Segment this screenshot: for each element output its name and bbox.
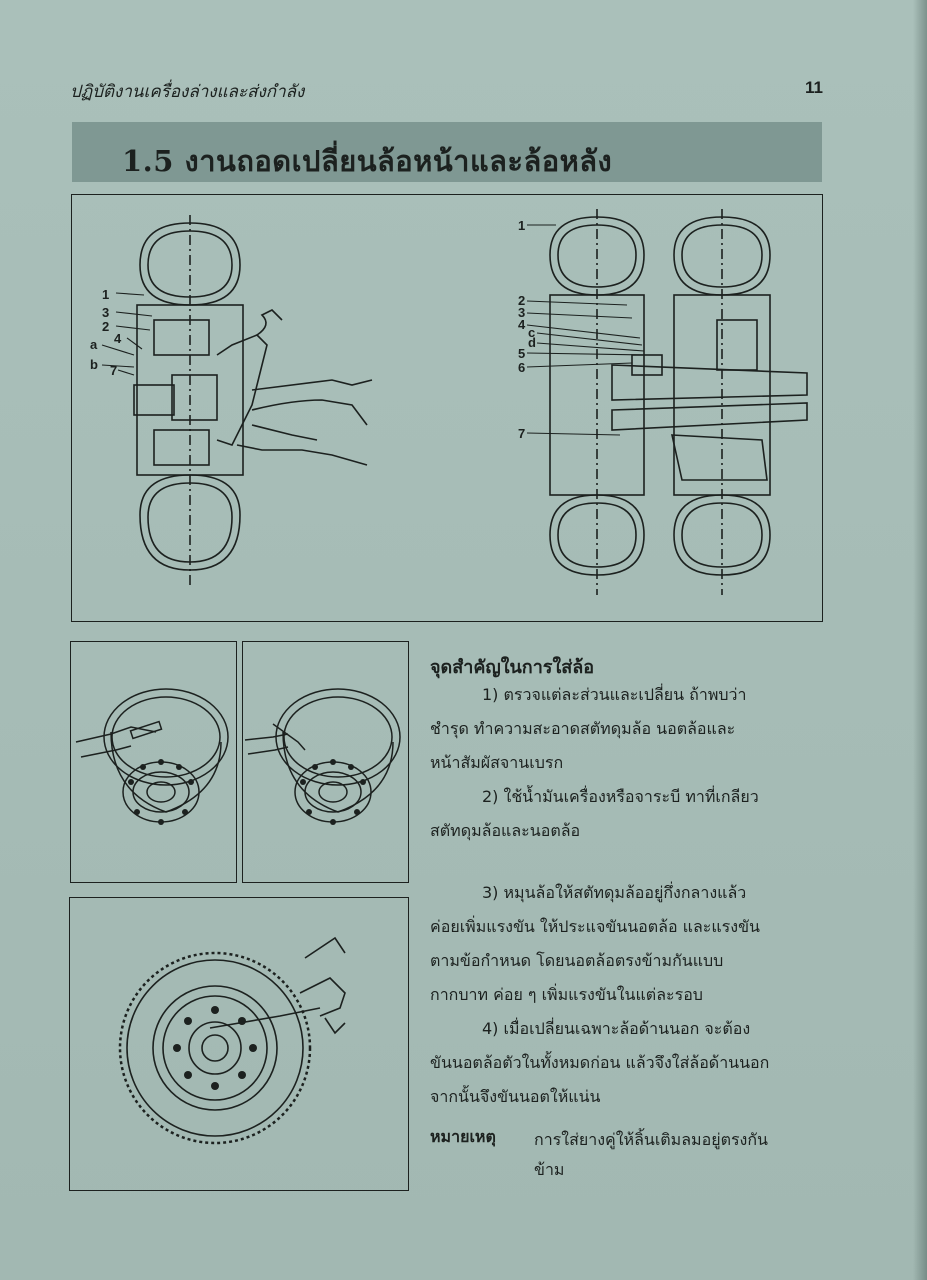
part-label: 6 bbox=[518, 360, 525, 375]
step-4-line: จากนั้นจึงขันนอตให้แน่น bbox=[430, 1087, 601, 1106]
note-line: การใส่ยางคู่ให้ลิ้นเติมลมอยู่ตรงกัน bbox=[534, 1130, 768, 1149]
clean-hub-bolts-illustration bbox=[70, 641, 237, 883]
part-label: 1 bbox=[102, 287, 109, 302]
instructions-heading: จุดสำคัญในการใส่ล้อ bbox=[430, 657, 595, 678]
note-line: ข้าม bbox=[534, 1160, 565, 1179]
part-label: 1 bbox=[518, 218, 525, 233]
part-label: 4 bbox=[518, 317, 526, 332]
step-4-line: 4) เมื่อเปลี่ยนเฉพาะล้อด้านนอก จะต้อง bbox=[482, 1019, 751, 1038]
part-label: 7 bbox=[110, 363, 117, 378]
page-edge-shadow bbox=[913, 0, 927, 1280]
part-label: 3 bbox=[518, 305, 525, 320]
part-label: a bbox=[90, 337, 98, 352]
note-label: หมายเหตุ bbox=[430, 1127, 496, 1146]
leader-lines bbox=[101, 224, 648, 436]
part-label: 7 bbox=[518, 426, 525, 441]
part-label: 4 bbox=[114, 331, 122, 346]
wheel-cross-section-figure: 1 3 2 4 a b 7 1 2 3 4 c d 5 6 7 bbox=[71, 194, 823, 622]
front-part-labels: 1 3 2 4 a b 7 bbox=[90, 287, 122, 378]
running-head: ปฏิบัติงานเครื่องล่างและส่งกำลัง bbox=[70, 82, 305, 102]
part-label: c bbox=[528, 325, 535, 340]
step-3-line: ตามข้อกำหนด โดยนอตล้อตรงข้ามกันแบบ bbox=[430, 951, 724, 970]
section-title-band bbox=[72, 122, 822, 182]
step-1-line: หน้าสัมผัสจานเบรก bbox=[430, 753, 564, 772]
page-number: 11 bbox=[805, 78, 823, 97]
part-label: 2 bbox=[102, 319, 109, 334]
part-label: 3 bbox=[102, 305, 109, 320]
step-4-line: ขันนอตล้อตัวในทั้งหมดก่อน แล้วจึงใส่ล้อด… bbox=[430, 1053, 770, 1072]
rear-part-labels: 1 2 3 4 c d 5 6 7 bbox=[518, 218, 536, 441]
step-2-line: 2) ใช้น้ำมันเครื่องหรือจาระบี ทาที่เกลีย… bbox=[482, 787, 759, 806]
rear-wheel-assembly bbox=[549, 209, 808, 595]
step-1: 1) ตรวจแต่ละส่วนและเปลี่ยน ถ้าพบว่า ชำรุ… bbox=[430, 678, 818, 780]
section-title: 1.5 งานถอดเปลี่ยนล้อหน้าและล้อหลัง bbox=[122, 144, 613, 178]
note-text: การใส่ยางคู่ให้ลิ้นเติมลมอยู่ตรงกัน ข้าม bbox=[534, 1125, 814, 1185]
step-1-line: 1) ตรวจแต่ละส่วนและเปลี่ยน ถ้าพบว่า bbox=[482, 685, 747, 704]
step-4: 4) เมื่อเปลี่ยนเฉพาะล้อด้านนอก จะต้อง ขั… bbox=[430, 1012, 818, 1114]
part-label: 2 bbox=[518, 293, 525, 308]
step-2: 2) ใช้น้ำมันเครื่องหรือจาระบี ทาที่เกลีย… bbox=[430, 780, 818, 848]
step-2-line: สตัทดุมล้อและนอตล้อ bbox=[430, 821, 581, 840]
step-1-line: ชำรุด ทำความสะอาดสตัทดุมล้อ นอตล้อและ bbox=[430, 719, 736, 738]
part-label: b bbox=[90, 357, 98, 372]
step-3-line: 3) หมุนล้อให้สตัทดุมล้ออยู่กึ่งกลางแล้ว bbox=[482, 883, 747, 902]
part-label: d bbox=[528, 335, 536, 350]
front-wheel-assembly bbox=[133, 215, 373, 585]
step-3-line: ค่อยเพิ่มแรงขัน ให้ประแจขันนอตล้อ และแรง… bbox=[430, 917, 760, 936]
oil-hub-studs-illustration bbox=[242, 641, 409, 883]
tighten-wheel-nuts-illustration bbox=[69, 897, 409, 1191]
step-3: 3) หมุนล้อให้สตัทดุมล้ออยู่กึ่งกลางแล้ว … bbox=[430, 876, 818, 1012]
part-label: 5 bbox=[518, 346, 525, 361]
step-3-line: กากบาท ค่อย ๆ เพิ่มแรงขันในแต่ละรอบ bbox=[430, 985, 703, 1004]
cross-section-drawing: 1 3 2 4 a b 7 1 2 3 4 c d 5 6 7 bbox=[90, 209, 808, 595]
